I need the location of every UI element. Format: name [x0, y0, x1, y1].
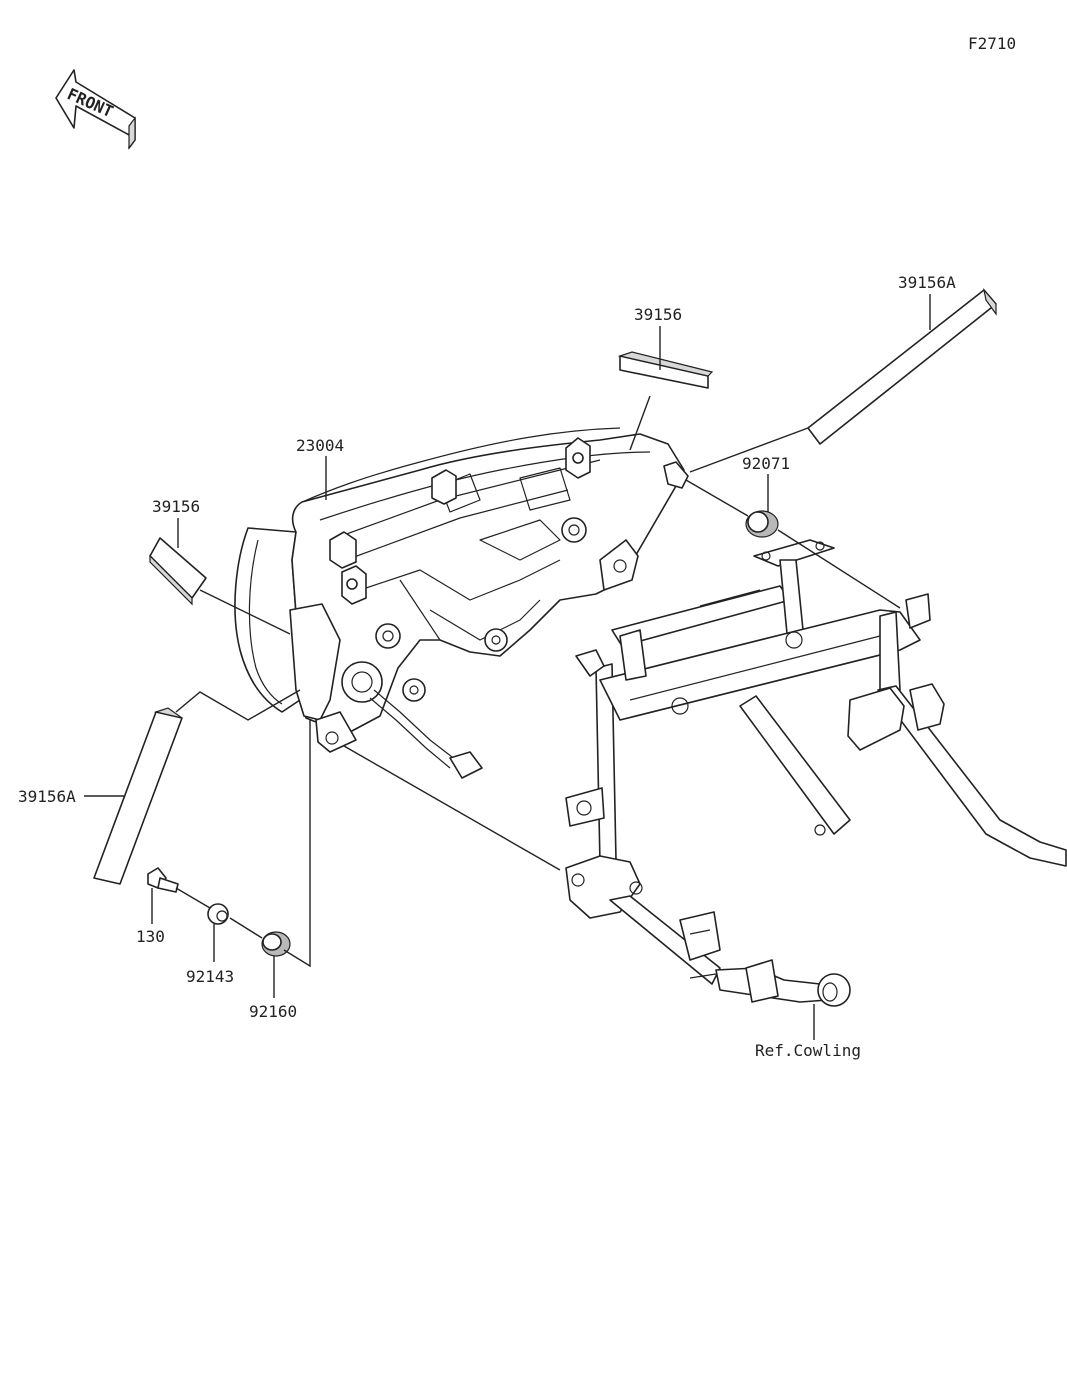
label-92143: 92143 — [186, 967, 234, 986]
part-39156A-top — [807, 287, 997, 445]
label-39156A-left: 39156A — [18, 787, 76, 806]
part-39156-top — [617, 351, 714, 389]
label-39156-top: 39156 — [634, 305, 682, 324]
label-39156-left: 39156 — [152, 497, 200, 516]
part-92071-grommet — [745, 510, 779, 538]
headlight-assembly-23004 — [234, 427, 689, 779]
label-ref-cowling: Ref.Cowling — [755, 1041, 861, 1060]
headlight-stay-frame — [565, 539, 1067, 1007]
label-92071: 92071 — [742, 454, 790, 473]
label-39156A-top: 39156A — [898, 273, 956, 292]
leader-lines — [84, 294, 931, 1040]
diagram-code: F2710 — [968, 34, 1016, 53]
part-130-bolt — [147, 867, 179, 893]
label-23004: 23004 — [296, 436, 344, 455]
label-92160: 92160 — [249, 1002, 297, 1021]
part-39156-left — [149, 537, 207, 606]
label-130: 130 — [136, 927, 165, 946]
part-92160-damper — [261, 931, 291, 957]
part-92143-collar — [207, 903, 229, 925]
part-39156A-left — [93, 707, 183, 885]
front-arrow-icon: FRONT — [55, 69, 136, 150]
